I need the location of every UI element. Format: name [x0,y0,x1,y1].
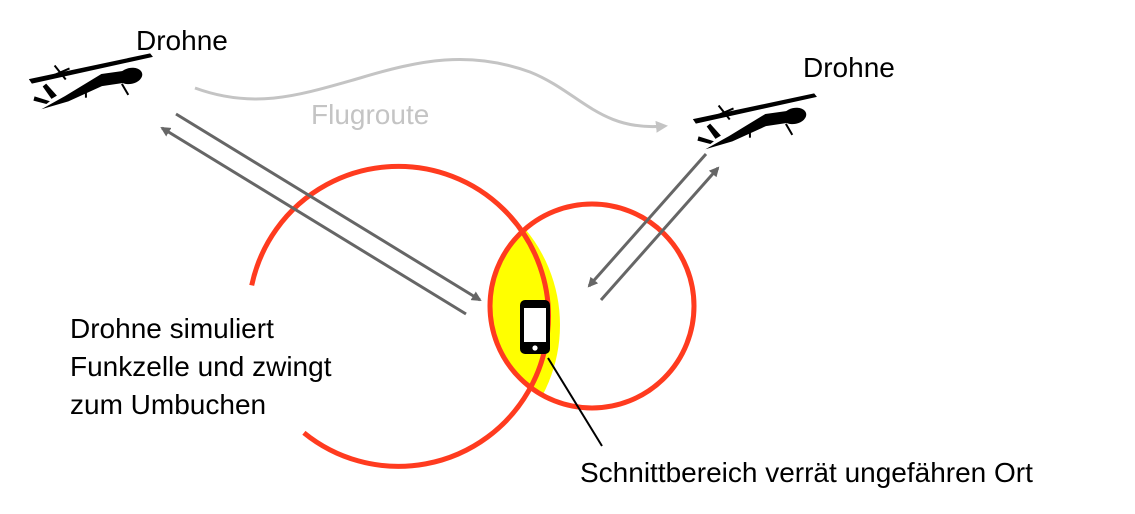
intersection-label: Schnittbereich verrät ungefähren Ort [580,457,1033,488]
smartphone-icon [520,300,550,354]
signal-arrow-left-down [175,112,482,302]
description-line-2: Funkzelle und zwingt [70,351,332,382]
signal-arrow-right-up [599,166,720,301]
large-cell-circle [249,163,551,469]
drone-icon [690,84,825,156]
flight-route-label: Flugroute [311,99,429,130]
small-cell-circle [487,201,697,411]
description-line-1: Drohne simuliert [70,313,274,344]
drone-label-right: Drohne [803,52,895,83]
drone-label-left: Drohne [136,25,228,56]
description-line-3: zum Umbuchen [70,389,266,420]
flight-route-arrow [194,57,668,133]
signal-arrow-left-up [160,126,467,316]
intersection-pointer-line [547,357,603,447]
signal-arrow-right-down [587,153,708,288]
